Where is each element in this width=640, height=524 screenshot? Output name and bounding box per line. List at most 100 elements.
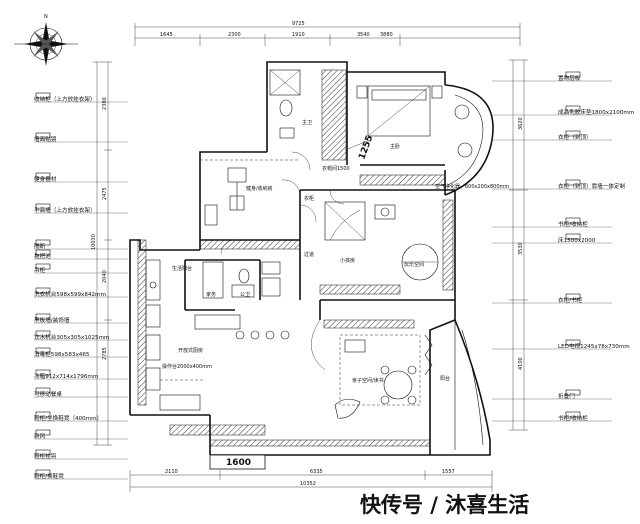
left-callout: 可移动餐桌 xyxy=(34,387,128,398)
master-bath: 主卫 xyxy=(269,69,312,139)
callout-tag-icon xyxy=(565,179,581,186)
left-callout: 拖把池 xyxy=(34,249,128,260)
right-callout-label: 书柜/收纳柜 xyxy=(558,414,588,422)
callout-tag-icon xyxy=(35,469,51,476)
right-callout: 衣柜（到顶） xyxy=(492,130,612,141)
compass-icon: N xyxy=(14,14,78,66)
left-dim: 10030 xyxy=(91,234,97,250)
left-callout: 饮水机台305x305x1025mm xyxy=(34,330,128,341)
callout-tag-icon xyxy=(565,130,581,137)
watermark: 快传号 / 沐喜生活 xyxy=(360,493,529,517)
gym-room: 健身/收纳房 xyxy=(200,159,300,226)
right-callout-label: 折叠门 xyxy=(558,392,575,400)
left-callout: 鞋柜/坐换鞋凳（400mm） xyxy=(34,411,128,422)
left-callout: 鞋柜挂钩 xyxy=(34,449,128,460)
right-callout-label: 置物层板 xyxy=(558,74,581,82)
right-callout: LED电视1245x78x730mm xyxy=(492,339,630,350)
callout-tag-icon xyxy=(35,263,51,270)
cabinet-strips xyxy=(137,69,454,447)
left-dim: 2475 xyxy=(102,187,108,200)
wardrobe-dim-value: 1255 xyxy=(357,134,375,161)
door-swings xyxy=(220,151,345,255)
callout-tag-icon xyxy=(35,411,51,418)
left-callout: 健身器材 xyxy=(34,172,128,183)
left-callout-label: 消毒柜598x583x465 xyxy=(34,350,90,358)
right-callout-label: 衣柜/书柜 xyxy=(558,296,583,304)
left-callout: 洗衣机台598x599x842mm xyxy=(34,287,128,298)
callout-tag-icon xyxy=(565,233,581,240)
wardrobe-dim: 1255 xyxy=(344,134,375,161)
left-callout-label: 半高墙（上方放挂衣架） xyxy=(34,206,96,214)
right-callout-label: 衣柜（到顶）靠墙一体定制 xyxy=(558,182,626,190)
left-callout-label: 拖把池 xyxy=(34,252,51,260)
room-label: 开放式厨房 xyxy=(178,347,203,354)
right-callout: 折叠门 xyxy=(492,389,612,400)
right-dim: 3620 xyxy=(518,117,524,130)
left-callout-label: 鞋柜/坐换鞋凳（400mm） xyxy=(34,414,102,422)
room-label: 健身/收纳房 xyxy=(246,185,273,192)
callout-tag-icon xyxy=(565,389,581,396)
room-label: 空气净化器、600x200x800mm xyxy=(435,183,509,190)
left-callout-label: 健身器材 xyxy=(34,175,57,183)
right-dim: 3530 xyxy=(518,242,524,255)
room-label: 生活阳台 xyxy=(172,265,192,272)
left-callout: 鞋柜/换鞋凳 xyxy=(34,469,128,480)
right-dimensions: 3620 3530 4100 xyxy=(509,59,528,431)
left-dimensions: 2380 2475 10030 2040 2785 xyxy=(91,61,112,446)
room-label: 衣帽间1500 xyxy=(322,165,350,172)
room-label: 家务 xyxy=(206,291,216,298)
room-label: 亲子空间/读书 xyxy=(352,377,384,384)
bottom-dim: 2110 xyxy=(165,469,178,475)
bottom-dim: 1557 xyxy=(442,469,455,475)
callout-tag-icon xyxy=(35,369,51,376)
left-callout: 隔断 xyxy=(34,239,128,250)
left-callout: 墙面贴镜 xyxy=(34,132,128,143)
callout-tag-icon xyxy=(565,105,581,112)
callout-tag-icon xyxy=(565,411,581,418)
callout-tag-icon xyxy=(35,239,51,246)
left-callout-label: 吊柜 xyxy=(34,266,46,274)
right-callout: 置物层板 xyxy=(492,71,612,82)
bottom-total-dim: 10352 xyxy=(300,481,316,487)
left-callout-label: 饮水机台305x305x1025mm xyxy=(34,333,109,341)
room-label: 公卫 xyxy=(240,292,250,298)
right-callout: 床1500x2000 xyxy=(492,233,612,244)
top-dim: 3540 xyxy=(357,32,370,38)
right-callout: 书柜/收纳柜 xyxy=(492,411,612,422)
left-dim: 2785 xyxy=(102,347,108,360)
left-callout-label: 收纳柜（上方放挂衣架） xyxy=(34,95,96,103)
right-callout: 书柜/收纳柜 xyxy=(492,217,612,228)
left-callout: 冰箱912x714x1796mm xyxy=(34,369,128,380)
top-total-dim: 9725 xyxy=(292,21,305,27)
callout-tag-icon xyxy=(35,92,51,99)
callout-tag-icon xyxy=(565,339,581,346)
entry-box-value: 1600 xyxy=(226,458,251,468)
right-callout-label: 床1500x2000 xyxy=(558,236,596,244)
kid-room: 小孩房 玩乐空间 xyxy=(324,201,439,281)
callout-tag-icon xyxy=(35,203,51,210)
callout-tag-icon xyxy=(35,429,51,436)
callout-tag-icon xyxy=(35,449,51,456)
top-dim: 2300 xyxy=(228,32,241,38)
room-label: 过道 xyxy=(304,251,314,258)
left-callout-label: 隔断 xyxy=(34,242,46,250)
callout-tag-icon xyxy=(35,313,51,320)
kitchen-area: 生活阳台 开放式厨房 操作台2000x400mm 家务 公卫 xyxy=(145,259,290,411)
right-dim: 4100 xyxy=(518,357,524,370)
left-callout: 半高墙（上方放挂衣架） xyxy=(34,203,128,214)
left-callout: 消毒柜598x583x465 xyxy=(34,347,128,358)
bottom-dimensions: 2110 6335 1557 10352 xyxy=(129,469,493,492)
entry-box: 1600 xyxy=(209,454,266,470)
left-callout-label: 洗衣机台598x599x842mm xyxy=(34,290,106,298)
room-label: 玩乐空间 xyxy=(404,261,424,268)
left-dim: 2380 xyxy=(102,97,108,110)
watermark-text: 快传号 / 沐喜生活 xyxy=(360,493,529,517)
callout-tag-icon xyxy=(565,71,581,78)
callout-tag-icon xyxy=(35,249,51,256)
left-callout-label: 鞋柜挂钩 xyxy=(34,452,57,460)
callout-tag-icon xyxy=(35,330,51,337)
room-label: 主卧 xyxy=(390,143,400,150)
left-callout-label: 可移动餐桌 xyxy=(34,390,62,398)
bottom-dim: 6335 xyxy=(310,469,323,475)
